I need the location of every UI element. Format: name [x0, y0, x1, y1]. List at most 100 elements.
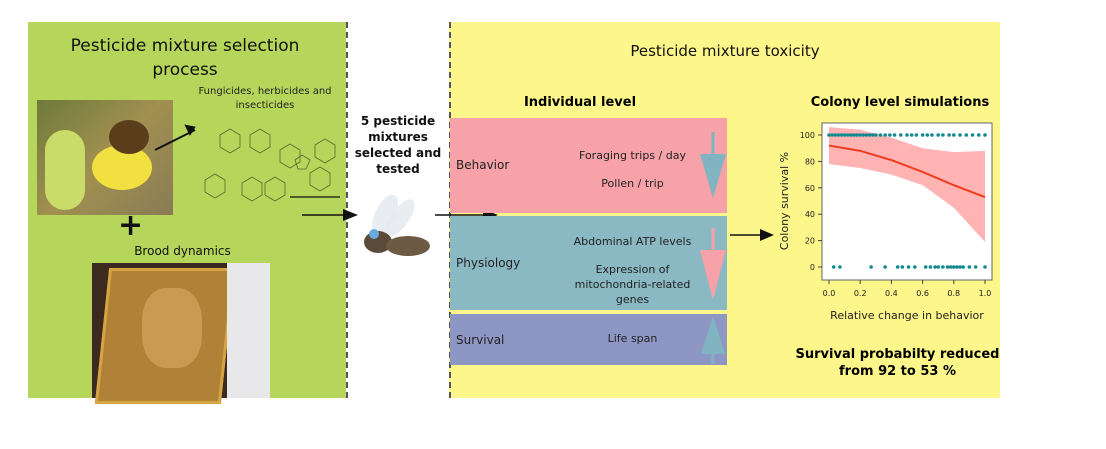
data-point — [947, 133, 951, 137]
physiology-row: Physiology Abdominal ATP levels Expressi… — [450, 216, 727, 310]
data-point — [892, 133, 897, 137]
data-point — [920, 133, 925, 137]
row-item: Life span — [607, 332, 658, 345]
y-axis-label: Colony survival % — [778, 152, 791, 250]
data-point — [830, 133, 834, 137]
data-point — [970, 133, 975, 137]
data-point — [983, 265, 987, 269]
data-point — [930, 133, 934, 137]
arrow-to-chart — [730, 229, 774, 241]
data-point — [849, 133, 853, 137]
brood-frame-photo — [92, 263, 270, 404]
fit-line — [828, 144, 986, 198]
survival-row: Survival Life span — [450, 314, 727, 365]
bee-on-flower-photo — [37, 100, 173, 215]
colony-level-heading: Colony level simulations — [810, 95, 990, 110]
data-point — [936, 265, 940, 269]
x-tick-label: 0.4 — [885, 289, 898, 298]
data-point — [831, 265, 836, 269]
data-point — [958, 133, 962, 137]
y-tick-label: 20 — [805, 237, 815, 246]
data-point — [883, 265, 887, 269]
data-point — [905, 133, 909, 137]
data-point — [898, 133, 903, 137]
data-point — [948, 265, 953, 269]
x-axis-label: Relative change in behavior — [830, 309, 984, 322]
data-point — [941, 133, 945, 137]
data-point — [933, 265, 937, 269]
x-tick-label: 0.0 — [823, 289, 836, 298]
x-tick-label: 0.8 — [947, 289, 960, 298]
data-point — [945, 265, 950, 269]
data-point — [958, 265, 962, 269]
data-point — [983, 133, 987, 137]
data-point — [976, 133, 981, 137]
y-tick-label: 80 — [805, 157, 815, 166]
data-point — [864, 133, 869, 137]
data-point — [833, 133, 838, 137]
data-point — [913, 265, 917, 269]
individual-level-heading: Individual level — [523, 95, 637, 110]
data-point — [952, 133, 956, 137]
chemicals-label: Fungicides, herbicides and insecticides — [198, 86, 332, 111]
data-point — [874, 133, 878, 137]
brood-label: Brood dynamics — [134, 244, 231, 258]
data-point — [914, 133, 919, 137]
confidence-band — [829, 127, 985, 242]
data-point — [845, 133, 850, 137]
y-tick-label: 40 — [805, 210, 815, 219]
data-point — [967, 265, 972, 269]
selection-title: Pesticide mixture selection process — [70, 36, 300, 80]
data-point — [895, 265, 900, 269]
data-point — [955, 265, 959, 269]
x-tick-label: 0.6 — [916, 289, 929, 298]
data-point — [923, 265, 928, 269]
data-point — [925, 133, 930, 137]
data-point — [964, 133, 969, 137]
y-tick-label: 60 — [805, 184, 815, 193]
data-point — [838, 265, 842, 269]
data-point — [928, 265, 933, 269]
data-point — [906, 265, 911, 269]
data-point — [842, 133, 847, 137]
data-point — [858, 133, 862, 137]
row-label: Survival — [456, 333, 505, 347]
data-point — [952, 265, 956, 269]
data-point — [878, 133, 883, 137]
toxicity-title: Pesticide mixture toxicity — [630, 42, 820, 60]
x-tick-label: 1.0 — [979, 289, 992, 298]
data-point — [855, 133, 859, 137]
behavior-row: Behavior Foraging trips / day Pollen / t… — [450, 118, 727, 213]
data-point — [827, 133, 831, 137]
data-point — [836, 133, 841, 137]
y-tick-label: 100 — [800, 131, 815, 140]
data-point — [870, 133, 875, 137]
data-point — [936, 133, 940, 137]
divider — [346, 22, 348, 398]
row-item: Pollen / trip — [601, 177, 664, 190]
y-tick-label: 0 — [810, 263, 815, 272]
data-point — [909, 133, 914, 137]
data-point — [888, 133, 892, 137]
data-point — [852, 133, 856, 137]
x-tick-label: 0.2 — [854, 289, 867, 298]
data-point — [867, 133, 872, 137]
row-item: Abdominal ATP levels — [573, 235, 692, 248]
plus-sign: + — [118, 208, 144, 243]
data-point — [839, 133, 844, 137]
mixtures-label: 5 pesticide mixtures selected and tested — [354, 114, 442, 176]
conclusion-text: Survival probabilty reduced from 92 to 5… — [795, 347, 1000, 379]
data-point — [869, 265, 873, 269]
data-point — [883, 133, 887, 137]
data-point — [861, 133, 866, 137]
data-point — [961, 265, 965, 269]
chemical-structures — [154, 124, 340, 202]
colony-survival-chart: 0.0 0.2 0.4 0.6 0.8 1.0 0 20 40 60 80 100 Colony su… — [778, 122, 993, 322]
data-point — [900, 265, 905, 269]
row-label: Behavior — [456, 158, 510, 172]
down-arrow-icon — [700, 228, 726, 300]
bee-illustration — [364, 194, 430, 256]
down-arrow-icon — [700, 132, 726, 198]
arrows-and-bee — [302, 194, 498, 256]
row-label: Physiology — [456, 256, 521, 270]
